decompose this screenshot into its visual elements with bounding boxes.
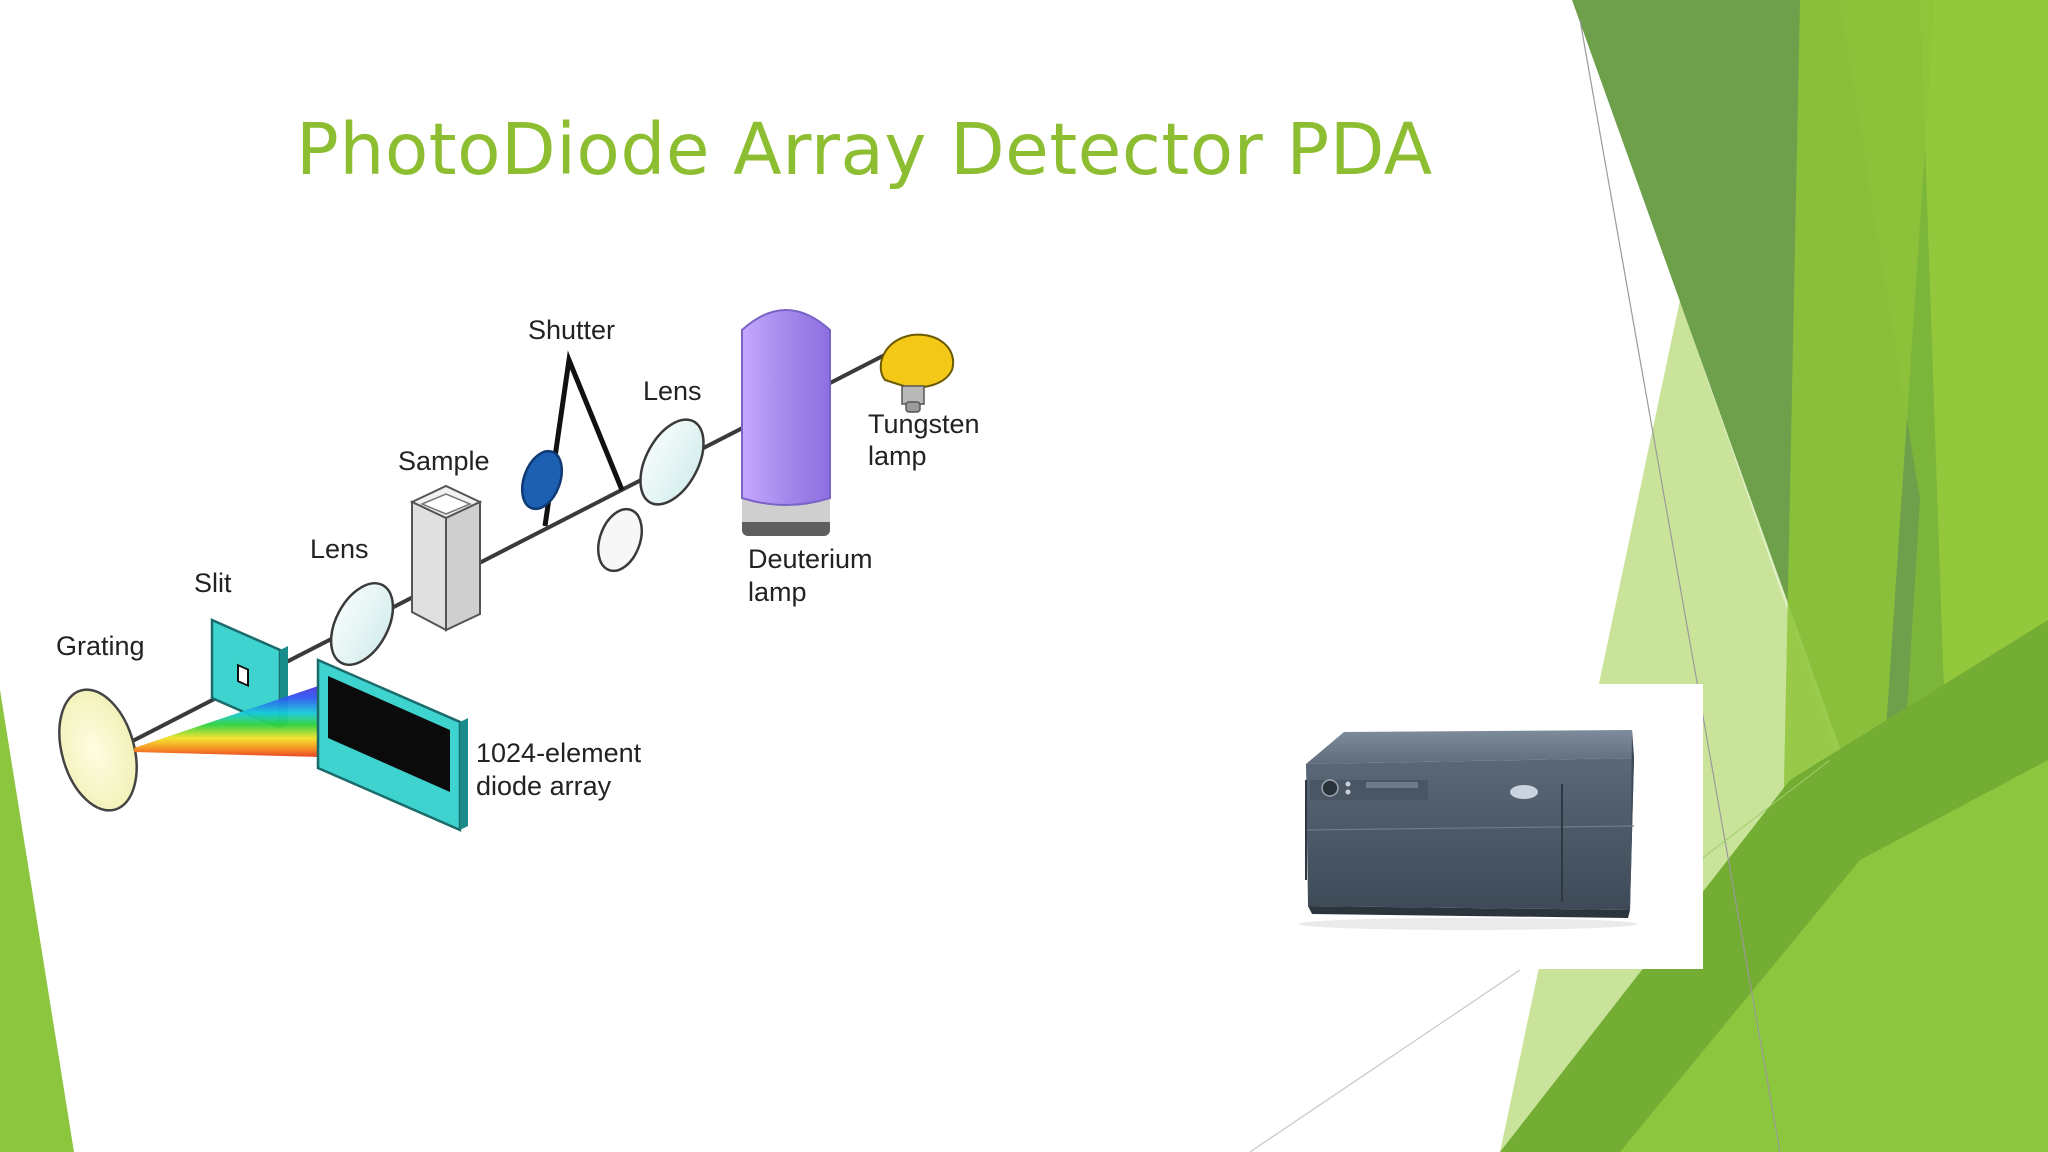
shutter-disc <box>520 449 564 511</box>
thin-line-3 <box>1699 759 1831 861</box>
label-deuterium-2: lamp <box>748 577 807 607</box>
label-upper-lens: Lens <box>643 376 702 406</box>
label-tungsten-1: Tungsten <box>868 409 980 439</box>
sample-cuvette <box>409 484 483 632</box>
label-diode-2: diode array <box>476 771 612 801</box>
deuterium-lamp <box>741 309 831 536</box>
right-lime-wedge <box>1780 0 1935 980</box>
pda-instrument-illustration <box>1298 730 1638 930</box>
pda-instrument-photo <box>1262 684 1703 969</box>
shutter-assembly <box>520 350 643 573</box>
slit-panel <box>210 618 288 730</box>
upper-lens <box>639 418 705 506</box>
brand-badge <box>1510 785 1538 799</box>
diode-array <box>316 658 468 832</box>
slide-title: PhotoDiode Array Detector PDA <box>296 108 1433 191</box>
label-shutter: Shutter <box>528 315 615 345</box>
left-green-strip <box>0 690 74 1152</box>
bottom-green-front <box>1620 760 2048 1152</box>
label-sample: Sample <box>398 446 490 476</box>
slit-opening <box>237 663 249 688</box>
label-lower-lens: Lens <box>310 534 369 564</box>
grating <box>58 688 138 812</box>
label-grating: Grating <box>56 631 145 661</box>
shutter-open-disc <box>597 507 643 573</box>
thin-line-2 <box>1249 969 1521 1152</box>
label-tungsten-2: lamp <box>868 441 927 471</box>
label-slit: Slit <box>194 568 232 598</box>
label-deuterium-1: Deuterium <box>748 544 873 574</box>
label-diode-1: 1024-element <box>476 738 642 768</box>
lower-lens <box>329 582 395 666</box>
pda-optical-diagram: Shutter Lens Tungsten lamp Sample Lens D… <box>56 309 980 832</box>
tungsten-lamp <box>879 333 955 413</box>
thin-line-1 <box>1579 19 1781 1152</box>
power-icon <box>1321 779 1339 797</box>
